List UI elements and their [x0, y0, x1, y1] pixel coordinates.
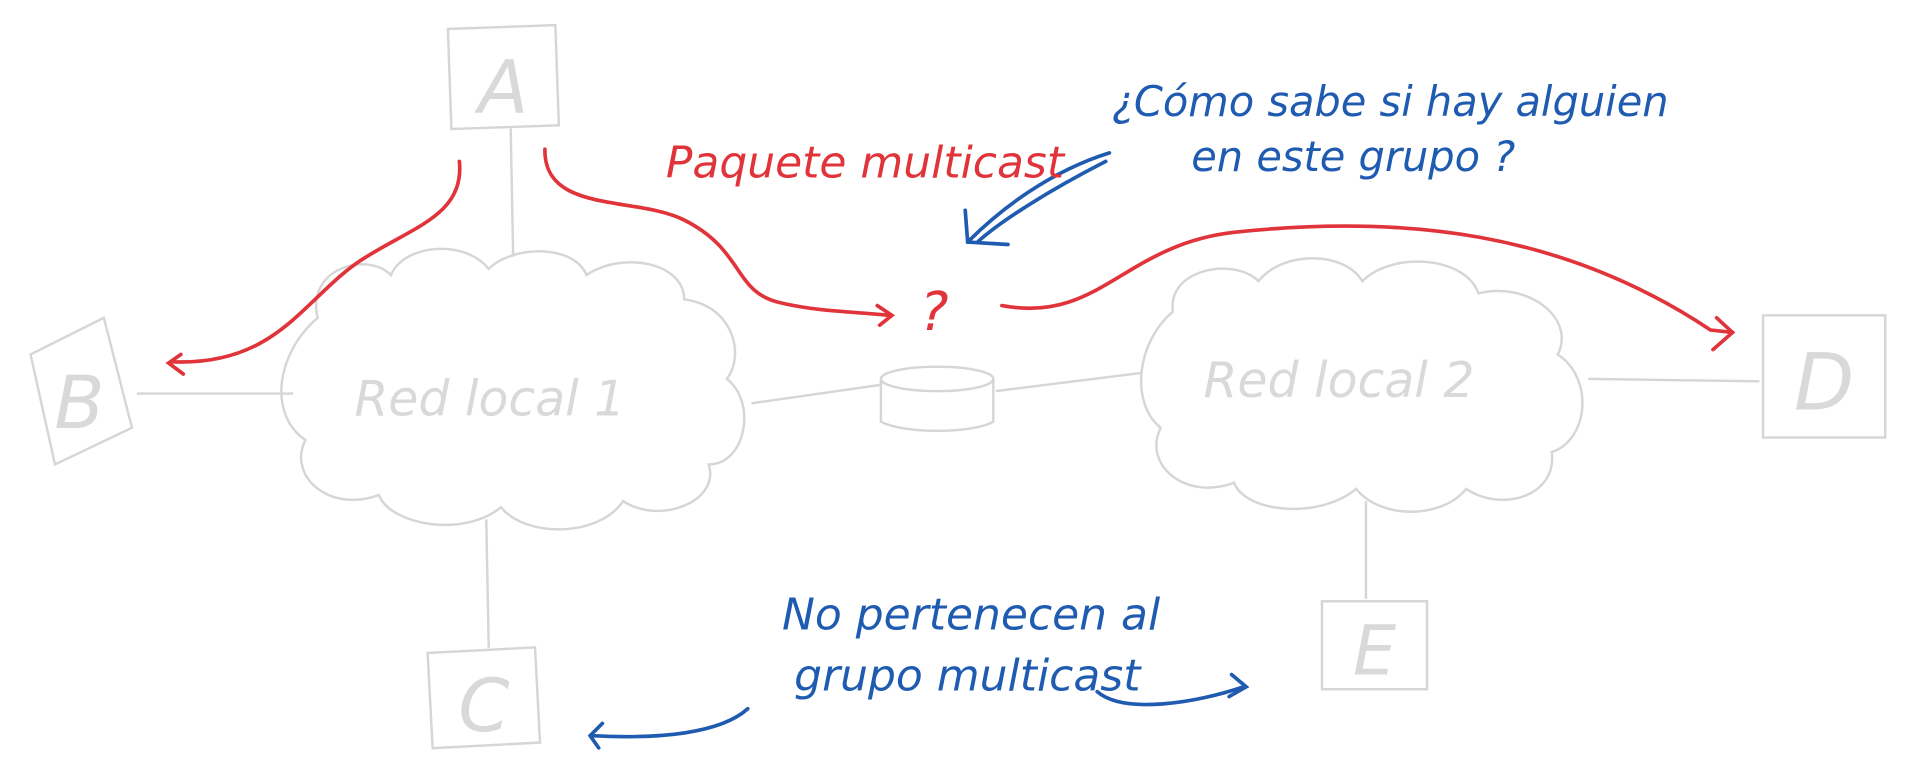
- multicast-arrows: [165, 147, 1736, 376]
- lan1-label: Red local 1: [354, 371, 625, 428]
- arrow-to-c: [587, 706, 750, 750]
- question-line1: ¿Cómo sabe si hay alguien: [1112, 77, 1669, 126]
- host-b: B: [29, 316, 134, 467]
- cloud-lan1: Red local 1: [280, 247, 746, 531]
- link-c-lan1: [485, 519, 490, 648]
- host-c-label: C: [458, 664, 509, 749]
- router-icon: [879, 365, 995, 432]
- arrow-question-to-router: [963, 151, 1112, 247]
- network-links: [136, 128, 1760, 648]
- annotation-arrows: [587, 151, 1250, 750]
- link-a-lan1: [509, 128, 515, 257]
- arrow-a-to-router: [543, 147, 892, 318]
- multicast-packet-label: Paquete multicast: [666, 137, 1066, 188]
- arrowhead-b: [165, 352, 186, 376]
- arrow-router-to-d: [1000, 224, 1735, 335]
- arrowhead-d: [1711, 315, 1736, 352]
- host-c: C: [426, 646, 542, 750]
- host-a-label: A: [474, 46, 528, 131]
- arrowhead-router: [875, 303, 896, 327]
- arrow-a-to-b: [169, 159, 462, 364]
- arrow-to-e: [1095, 672, 1250, 707]
- host-e-label: E: [1353, 612, 1397, 692]
- link-lan2-d: [1588, 377, 1760, 383]
- host-d-label: D: [1794, 337, 1854, 428]
- host-d: D: [1761, 314, 1887, 439]
- host-e: E: [1320, 600, 1429, 692]
- host-b-label: B: [54, 361, 104, 446]
- not-members-line2: grupo multicast: [794, 650, 1142, 701]
- question-line2: en este grupo ?: [1191, 132, 1515, 181]
- lan2-label: Red local 2: [1203, 352, 1474, 409]
- link-lan1-router: [751, 383, 880, 405]
- question-mark: ?: [920, 280, 949, 343]
- not-members-line1: No pertenecen al: [782, 589, 1160, 640]
- cloud-lan2: Red local 2: [1140, 257, 1584, 513]
- host-a: A: [446, 23, 561, 131]
- link-router-lan2: [995, 371, 1143, 393]
